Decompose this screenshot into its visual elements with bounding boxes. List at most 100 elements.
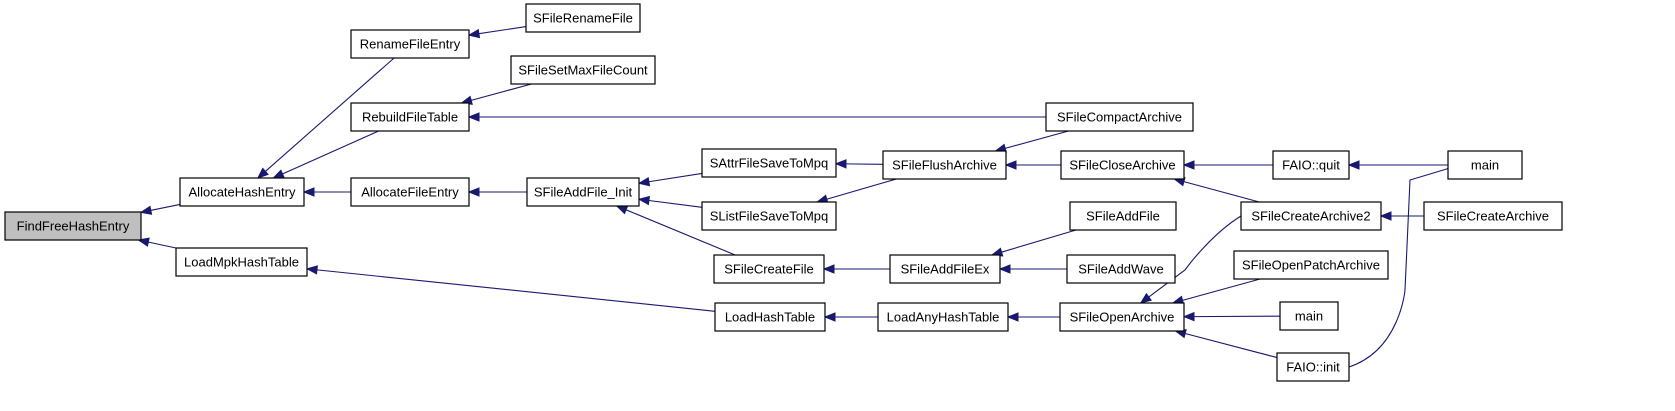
node-faio-quit[interactable]: FAIO::quit [1272,150,1350,180]
node-box [1069,201,1177,231]
edge-line [477,26,527,35]
node-label: SFileCreateArchive2 [1251,208,1370,223]
node-label: LoadAnyHashTable [887,309,1000,324]
node-label: SFileCreateArchive [1437,208,1549,223]
edge-line [1182,180,1260,203]
node-label: SFileAddFile [1086,208,1160,223]
node-label: SFileCloseArchive [1069,157,1175,172]
edge-line [315,269,716,312]
node-sfile-set-max-file-count[interactable]: SFileSetMaxFileCount [510,55,656,85]
edge-allocate_hash_entry-to-find_free_hash_entry [139,203,181,215]
node-sfile-add-file[interactable]: SFileAddFile [1069,201,1177,231]
node-allocate-hash-entry[interactable]: AllocateHashEntry [179,177,305,207]
edge-arrowhead [834,159,847,169]
node-label: main [1471,157,1499,172]
node-label: SAttrFileSaveToMpq [710,155,829,170]
node-find-free-hash-entry[interactable]: FindFreeHashEntry [4,211,142,241]
node-box [713,254,825,284]
node-box [1423,201,1563,231]
node-box [1279,301,1339,331]
node-label: SFileFlushArchive [892,157,997,172]
node-box [701,148,837,178]
edge-arrowhead [823,312,836,322]
edge-arrowhead [305,265,318,275]
edge-arrowhead [1006,312,1019,322]
edge-arrowhead [1379,211,1392,221]
node-label: SFileCreateFile [724,261,814,276]
edge-sfile_create_archive-to-sfile_create_archive2 [1379,211,1424,221]
edge-slist_file_save_to_mpq-to-sfile_add_file_init [637,195,703,208]
node-label: RenameFileEntry [360,36,461,51]
edge-arrowhead [1182,311,1195,322]
node-sfile-create-archive2[interactable]: SFileCreateArchive2 [1240,201,1382,231]
node-label: SFileOpenPatchArchive [1242,257,1380,272]
node-sfile-add-file-ex[interactable]: SFileAddFileEx [889,254,1001,284]
edge-arrowhead [467,187,480,197]
edge-sfile_rename_file-to-rename_file_entry [467,26,527,39]
node-sattr-file-save-to-mpq[interactable]: SAttrFileSaveToMpq [701,148,837,178]
node-sfile-flush-archive[interactable]: SFileFlushArchive [882,150,1007,180]
node-sfile-close-archive[interactable]: SFileCloseArchive [1060,150,1185,180]
node-sfile-rename-file[interactable]: SFileRenameFile [525,3,641,33]
edge-arrowhead [998,264,1011,274]
node-rename-file-entry[interactable]: RenameFileEntry [350,29,470,59]
node-slist-file-save-to-mpq[interactable]: SListFileSaveToMpq [701,201,837,231]
node-label: FAIO::init [1286,359,1340,374]
edge-line [624,208,736,256]
node-sfile-create-archive[interactable]: SFileCreateArchive [1423,201,1563,231]
node-label: SFileAddFileEx [901,261,990,276]
edge-line [149,203,181,212]
node-sfile-add-file-init[interactable]: SFileAddFile_Init [526,177,640,207]
edge-faio_quit-to-sfile_close_archive [1182,160,1273,170]
edge-rebuild_file_table-to-allocate_hash_entry [272,130,379,179]
node-load-mpk-hash-table[interactable]: LoadMpkHashTable [175,247,308,277]
node-box [510,55,656,85]
node-box [525,3,641,33]
node-label: SFileRenameFile [533,10,633,25]
edge-main_1-to-sfile_open_archive [1182,311,1281,322]
edge-line [647,199,703,208]
node-label: main [1295,308,1323,323]
edge-arrowhead [272,169,285,179]
node-box [1233,250,1389,280]
node-load-any-hash-table[interactable]: LoadAnyHashTable [877,302,1009,332]
edge-arrowhead [637,176,651,187]
edge-sfile_open_patch_archive-to-sfile_open_archive [1171,278,1261,305]
node-label: SFileAddWave [1078,261,1164,276]
node-sfile-compact-archive[interactable]: SFileCompactArchive [1045,102,1194,132]
node-sfile-open-patch-archive[interactable]: SFileOpenPatchArchive [1233,250,1389,280]
node-sfile-add-wave[interactable]: SFileAddWave [1066,254,1176,284]
edge-arrowhead [1139,292,1153,304]
edge-line [1140,215,1242,304]
node-label: SFileCompactArchive [1057,109,1182,124]
node-label: RebuildFileTable [362,109,458,124]
edge-arrowhead [1004,160,1017,170]
edge-sfile_open_archive-to-load_any_hash_table [1006,312,1060,322]
node-main-1[interactable]: main [1279,301,1339,331]
edge-sfile_compact_archive-to-rebuild_file_table [467,112,1046,122]
node-box [889,254,1001,284]
edge-arrowhead [467,112,480,122]
edge-main_2-to-faio_quit [1347,160,1448,170]
node-sfile-create-file[interactable]: SFileCreateFile [713,254,825,284]
node-box [882,150,1007,180]
node-faio-init[interactable]: FAIO::init [1276,352,1350,382]
node-box [1240,201,1382,231]
node-box [1059,302,1185,332]
edge-load_hash_table-to-load_mpk_hash_table [305,265,716,312]
node-box [1276,352,1350,382]
node-box [1447,150,1523,180]
node-box [350,29,470,59]
node-box [1066,254,1176,284]
edge-line [1184,332,1278,359]
node-label: SListFileSaveToMpq [710,208,829,223]
node-sfile-open-archive[interactable]: SFileOpenArchive [1059,302,1185,332]
edge-sfile_add_file_ex-to-sfile_create_file [822,264,890,274]
node-rebuild-file-table[interactable]: RebuildFileTable [350,102,470,132]
node-main-2[interactable]: main [1447,150,1523,180]
node-allocate-file-entry[interactable]: AllocateFileEntry [350,177,470,207]
node-load-hash-table[interactable]: LoadHashTable [714,302,826,332]
node-label: FAIO::quit [1282,157,1340,172]
edge-load_mpk_hash_table-to-find_free_hash_entry [137,237,177,249]
